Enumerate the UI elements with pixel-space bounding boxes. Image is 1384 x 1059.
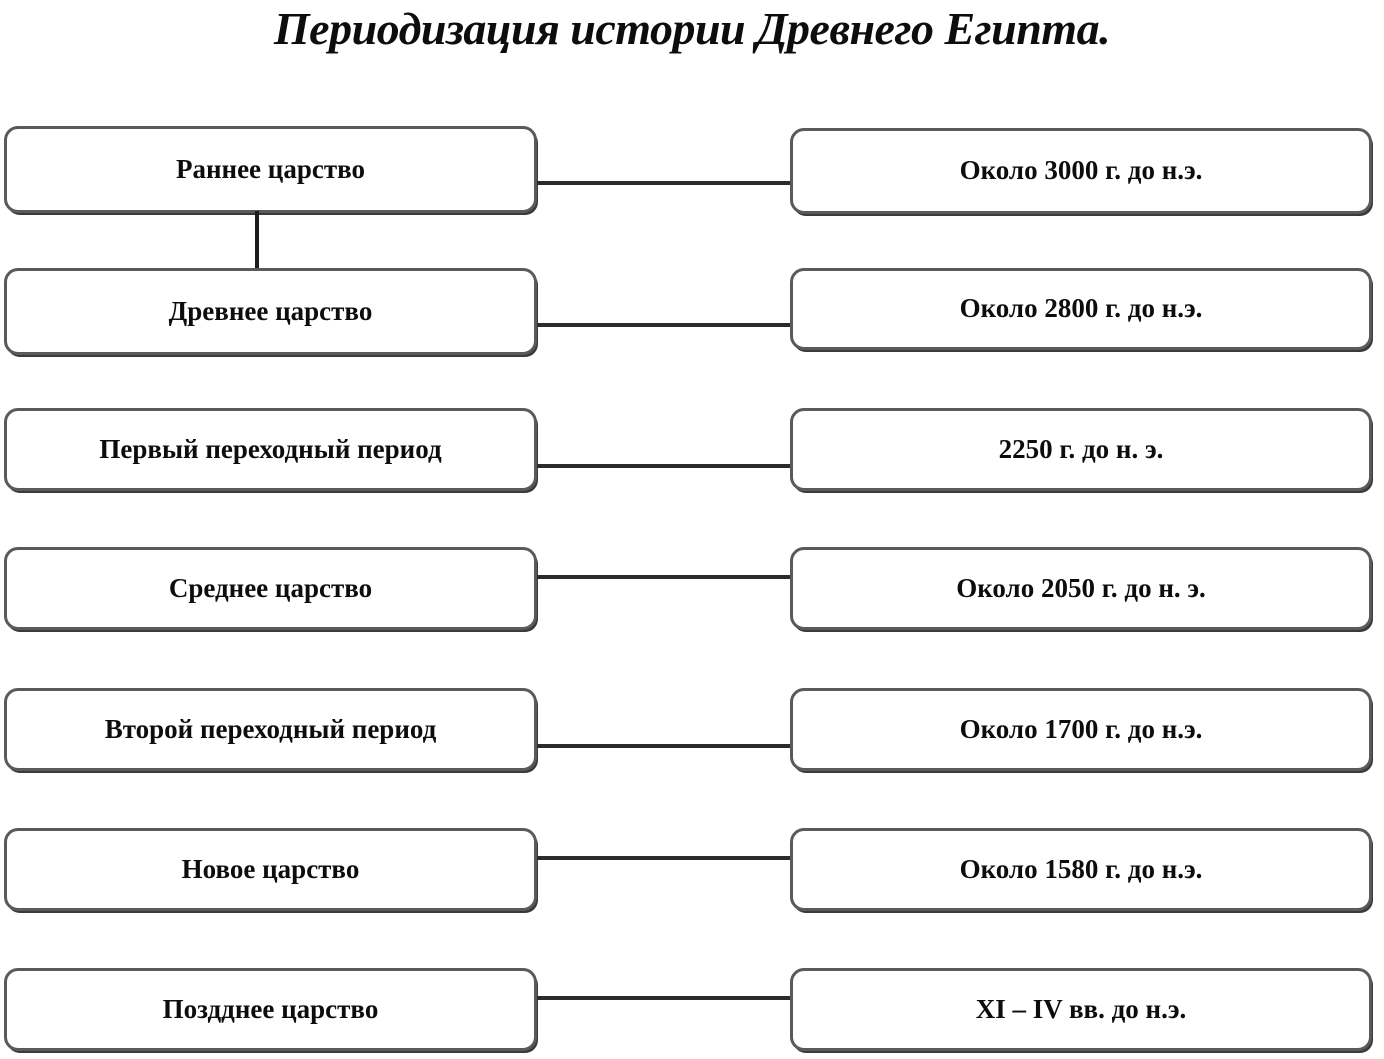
connector-row-7 [537,996,791,1000]
period-box-5[interactable]: Второй переходный период [4,688,537,771]
period-label-6: Новое царство [181,853,360,884]
date-label-2: Около 2800 г. до н.э. [959,293,1203,324]
date-label-1: Около 3000 г. до н.э. [959,155,1203,186]
date-box-1[interactable]: Около 3000 г. до н.э. [790,128,1372,214]
connector-row-6 [537,856,791,860]
connector-row-4 [537,575,791,579]
connector-row-2 [537,323,791,327]
date-box-4[interactable]: Около 2050 г. до н. э. [790,547,1372,630]
period-label-4: Среднее царство [168,572,373,603]
period-box-3[interactable]: Первый переходный период [4,408,537,491]
date-box-6[interactable]: Около 1580 г. до н.э. [790,828,1372,911]
date-box-3[interactable]: 2250 г. до н. э. [790,408,1372,491]
date-box-2[interactable]: Около 2800 г. до н.э. [790,268,1372,350]
connector-row-3 [537,464,791,468]
period-box-4[interactable]: Среднее царство [4,547,537,630]
date-label-5: Около 1700 г. до н.э. [959,713,1203,744]
connector-vertical-1-2 [255,211,259,270]
period-box-7[interactable]: Поздднее царство [4,968,537,1051]
date-label-3: 2250 г. до н. э. [998,433,1164,464]
period-box-1[interactable]: Раннее царство [4,126,537,213]
page-title: Периодизация истории Древнего Египта. [273,3,1111,54]
period-label-7: Поздднее царство [162,993,379,1024]
date-box-7[interactable]: XI – IV вв. до н.э. [790,968,1372,1051]
period-label-3: Первый переходный период [99,433,442,464]
period-label-1: Раннее царство [175,153,366,184]
date-label-6: Около 1580 г. до н.э. [959,853,1203,884]
date-label-7: XI – IV вв. до н.э. [975,993,1187,1024]
date-label-4: Около 2050 г. до н. э. [956,572,1206,603]
date-box-5[interactable]: Около 1700 г. до н.э. [790,688,1372,771]
period-box-6[interactable]: Новое царство [4,828,537,911]
connector-row-5 [537,744,791,748]
period-label-2: Древнее царство [168,295,373,326]
period-label-5: Второй переходный период [104,713,437,744]
connector-row-1 [537,181,791,185]
period-box-2[interactable]: Древнее царство [4,268,537,355]
